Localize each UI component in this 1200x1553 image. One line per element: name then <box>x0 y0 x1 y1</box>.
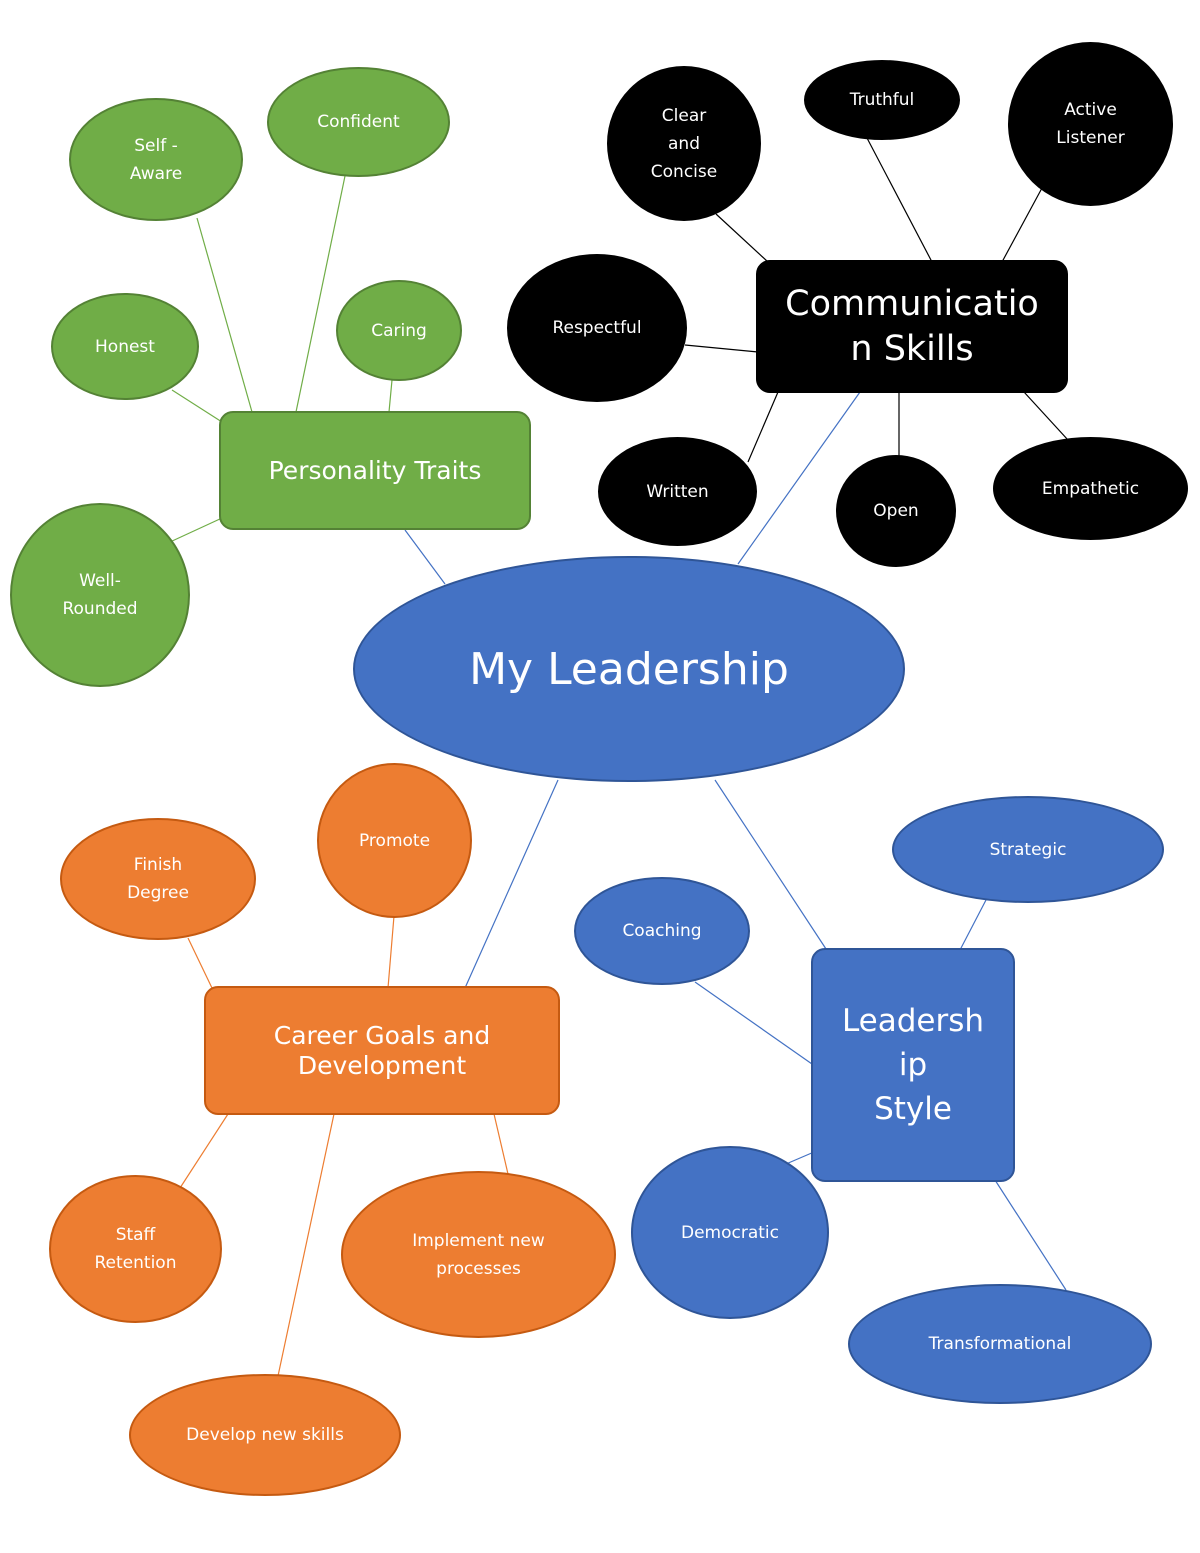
link-comm-active <box>1001 187 1043 263</box>
link-style-coaching <box>694 981 813 1065</box>
node-transformational: Transformational <box>848 1284 1152 1404</box>
node-strategic: Strategic <box>892 796 1164 903</box>
node-honest: Honest <box>51 293 199 400</box>
hub-personality-traits: Personality Traits <box>219 411 531 530</box>
node-staff-retention: Staff Retention <box>49 1175 222 1323</box>
link-career-finish <box>187 937 213 989</box>
node-implement-new-processes: Implement new processes <box>341 1171 616 1338</box>
node-promote: Promote <box>317 763 472 918</box>
hub-communication-skills: Communicatio n Skills <box>756 260 1068 393</box>
link-personality-caring <box>388 379 393 413</box>
node-truthful: Truthful <box>804 60 960 140</box>
center-node-my-leadership: My Leadership <box>353 556 905 782</box>
node-active-listener: Active Listener <box>1008 42 1173 206</box>
link-style-strategic <box>959 899 987 951</box>
link-comm-clear <box>715 213 769 263</box>
node-empathetic: Empathetic <box>993 437 1188 540</box>
link-career-develop <box>277 1113 335 1377</box>
node-confident: Confident <box>267 67 450 177</box>
node-open: Open <box>836 455 956 567</box>
link-comm-truthful <box>866 137 933 263</box>
link-personality-selfaware <box>196 217 253 413</box>
link-center-communication <box>737 391 861 565</box>
node-finish-degree: Finish Degree <box>60 818 256 940</box>
link-style-democratic <box>785 1151 815 1165</box>
node-coaching: Coaching <box>574 877 750 985</box>
link-career-promote <box>387 915 395 989</box>
link-style-transformational <box>994 1179 1067 1291</box>
node-well-rounded: Well- Rounded <box>10 503 190 687</box>
link-comm-written <box>747 391 779 463</box>
link-center-style <box>714 779 829 953</box>
link-center-career <box>464 779 559 989</box>
node-develop-new-skills: Develop new skills <box>129 1374 401 1496</box>
node-clear-and-concise: Clear and Concise <box>607 66 761 221</box>
hub-career-goals: Career Goals and Development <box>204 986 560 1115</box>
link-comm-empathetic <box>1023 391 1069 441</box>
node-caring: Caring <box>336 280 462 381</box>
link-personality-wellrounded <box>169 517 223 543</box>
node-written: Written <box>598 437 757 546</box>
link-center-personality <box>404 529 446 585</box>
link-comm-respectful <box>684 344 759 353</box>
link-personality-honest <box>171 389 223 423</box>
link-personality-confident <box>295 175 346 413</box>
node-democratic: Democratic <box>631 1146 829 1319</box>
hub-leadership-style: Leadersh ip Style <box>811 948 1015 1182</box>
link-career-staff <box>179 1113 229 1189</box>
node-self-aware: Self - Aware <box>69 98 243 221</box>
link-career-implement <box>493 1113 509 1175</box>
node-respectful: Respectful <box>507 254 687 402</box>
